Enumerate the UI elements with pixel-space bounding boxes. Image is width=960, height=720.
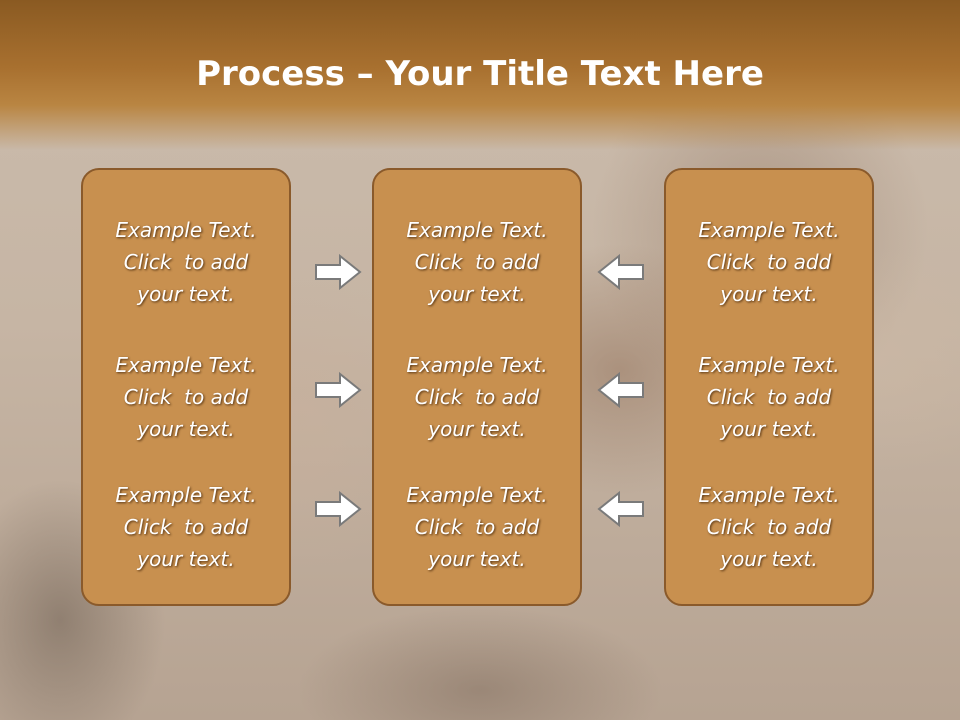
- title-rest: – Your Title Text Here: [344, 54, 764, 94]
- text-line: Example Text.: [115, 483, 257, 507]
- text-line: Click to add: [414, 515, 540, 539]
- text-placeholder[interactable]: Example Text. Click to add your text.: [666, 349, 872, 445]
- arrow-right-icon[interactable]: [314, 253, 362, 291]
- text-placeholder[interactable]: Example Text. Click to add your text.: [83, 479, 289, 575]
- text-placeholder[interactable]: Example Text. Click to add your text.: [374, 214, 580, 310]
- process-box-right[interactable]: Example Text. Click to add your text. Ex…: [664, 168, 874, 606]
- text-line: Example Text.: [406, 483, 548, 507]
- text-line: your text.: [137, 547, 235, 571]
- text-line: your text.: [720, 547, 818, 571]
- process-box-left[interactable]: Example Text. Click to add your text. Ex…: [81, 168, 291, 606]
- text-line: Click to add: [123, 250, 249, 274]
- text-line: Click to add: [414, 250, 540, 274]
- text-line: Click to add: [414, 385, 540, 409]
- text-line: Click to add: [123, 515, 249, 539]
- text-line: Click to add: [706, 515, 832, 539]
- text-line: Example Text.: [406, 218, 548, 242]
- arrow-right-icon[interactable]: [314, 371, 362, 409]
- text-placeholder[interactable]: Example Text. Click to add your text.: [83, 214, 289, 310]
- text-line: Example Text.: [698, 218, 840, 242]
- text-line: Click to add: [706, 250, 832, 274]
- text-line: your text.: [428, 282, 526, 306]
- text-line: Example Text.: [698, 353, 840, 377]
- text-line: Example Text.: [115, 353, 257, 377]
- text-placeholder[interactable]: Example Text. Click to add your text.: [374, 479, 580, 575]
- text-line: Example Text.: [115, 218, 257, 242]
- text-line: Click to add: [706, 385, 832, 409]
- text-line: your text.: [720, 282, 818, 306]
- text-line: your text.: [720, 417, 818, 441]
- text-placeholder[interactable]: Example Text. Click to add your text.: [83, 349, 289, 445]
- text-line: Example Text.: [406, 353, 548, 377]
- text-placeholder[interactable]: Example Text. Click to add your text.: [666, 214, 872, 310]
- text-placeholder[interactable]: Example Text. Click to add your text.: [374, 349, 580, 445]
- header-band: [0, 0, 960, 150]
- arrow-left-icon[interactable]: [597, 371, 645, 409]
- arrow-right-icon[interactable]: [314, 490, 362, 528]
- arrow-left-icon[interactable]: [597, 253, 645, 291]
- text-line: Click to add: [123, 385, 249, 409]
- text-line: your text.: [428, 547, 526, 571]
- text-line: your text.: [137, 417, 235, 441]
- title-bold: Process: [196, 54, 345, 94]
- process-box-middle[interactable]: Example Text. Click to add your text. Ex…: [372, 168, 582, 606]
- arrow-left-icon[interactable]: [597, 490, 645, 528]
- text-placeholder[interactable]: Example Text. Click to add your text.: [666, 479, 872, 575]
- text-line: your text.: [428, 417, 526, 441]
- text-line: Example Text.: [698, 483, 840, 507]
- text-line: your text.: [137, 282, 235, 306]
- slide-title[interactable]: Process – Your Title Text Here: [0, 52, 960, 96]
